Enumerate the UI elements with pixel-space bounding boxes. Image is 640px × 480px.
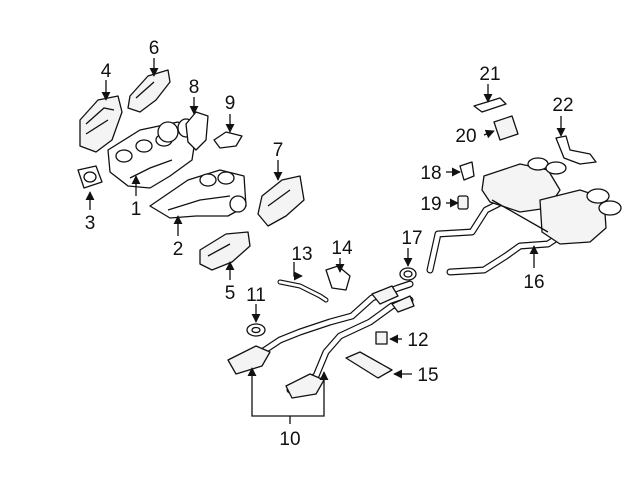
callout-8: 8: [189, 77, 200, 98]
part-12-mount: [375, 331, 388, 345]
callout-9: 9: [225, 93, 236, 114]
callout-11: 11: [246, 285, 266, 306]
callout-20: 20: [455, 126, 476, 147]
callout-12: 12: [407, 330, 428, 351]
part-3-gasket: [77, 165, 103, 189]
part-11-clamp: [246, 323, 266, 337]
callout-21: 21: [479, 64, 500, 85]
part-18-bracket: [459, 161, 475, 181]
callout-3: 3: [85, 213, 96, 234]
part-19-insulator: [457, 195, 469, 210]
part-7-heat-shield: [257, 175, 305, 227]
callout-19: 19: [420, 194, 441, 215]
callout-1: 1: [131, 199, 142, 220]
part-13-hanger-rod: [277, 279, 329, 303]
callout-16: 16: [523, 272, 544, 293]
part-22-hanger: [555, 135, 597, 165]
part-6-heat-shield: [127, 69, 171, 113]
part-10-front-pipes: [227, 280, 415, 399]
callout-5: 5: [225, 283, 236, 304]
part-16-rear-muffler: [426, 157, 622, 276]
callout-18: 18: [420, 163, 441, 184]
part-15-heat-shield: [345, 351, 393, 379]
leader-arrows: [85, 58, 566, 424]
callout-14: 14: [331, 238, 353, 259]
callout-17: 17: [401, 228, 422, 249]
callout-10: 10: [279, 429, 300, 450]
callout-labels: 4 6 8 9 7 3 1 2 5 11 13 14 17 12 15 10 1…: [85, 38, 574, 450]
part-9-bracket: [213, 131, 243, 149]
callout-7: 7: [273, 140, 284, 161]
part-4-heat-shield: [79, 95, 123, 153]
callout-15: 15: [417, 365, 438, 386]
part-21-hanger: [473, 97, 507, 113]
part-14-bracket: [325, 265, 351, 291]
part-1-exhaust-manifold: [107, 118, 197, 189]
part-17-clamp: [399, 267, 417, 281]
callout-2: 2: [173, 239, 184, 260]
part-2-exhaust-manifold: [149, 169, 247, 219]
callout-13: 13: [291, 244, 312, 265]
callout-4: 4: [101, 61, 112, 82]
callout-6: 6: [149, 38, 160, 59]
part-5-heat-shield: [199, 231, 251, 271]
callout-22: 22: [552, 95, 573, 116]
part-20-bracket: [493, 115, 519, 141]
